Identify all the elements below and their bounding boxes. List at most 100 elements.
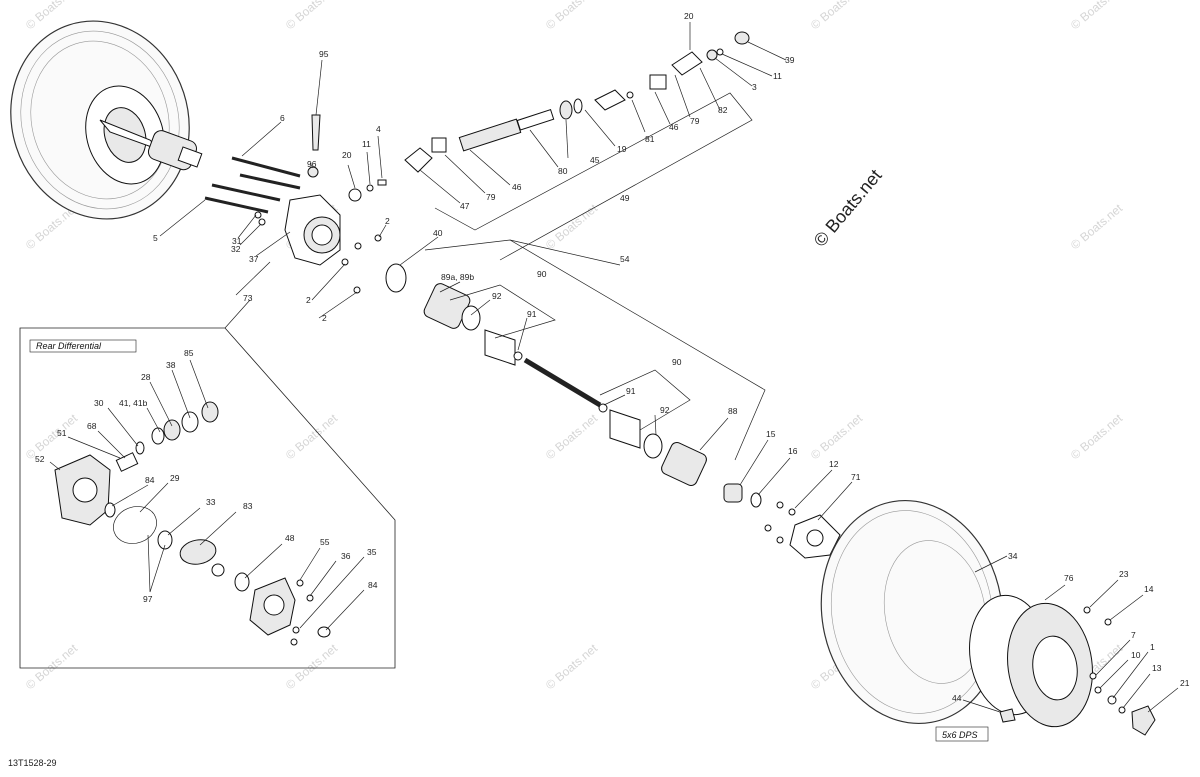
callout: 33 [206,497,216,507]
callout: 13 [1152,663,1162,673]
callout: 82 [718,105,728,115]
watermark: © Boats.net [1068,411,1126,463]
callout: 92 [492,291,502,301]
callout: 95 [319,49,329,59]
callout: 30 [94,398,104,408]
callout: 35 [367,547,377,557]
callout: 68 [87,421,97,431]
callout: 21 [1180,678,1190,688]
upper-driveshaft [404,31,750,173]
callout: 90 [537,269,547,279]
callout: 31 [232,236,242,246]
watermark: © Boats.net [283,641,341,693]
callout: 84 [368,580,378,590]
watermark: © Boats.net [808,0,866,32]
watermark: © Boats.net [283,411,341,463]
knuckle-hub [284,194,341,266]
callout: 46 [512,182,522,192]
part-2 [354,242,362,250]
watermark: © Boats.net [23,641,81,693]
watermark: © Boats.net [283,0,341,32]
callout: 6 [280,113,285,123]
callout: 97 [143,594,153,604]
callout: 48 [285,533,295,543]
ring-40 [385,263,407,293]
callout: 39 [785,55,795,65]
callout: 20 [342,150,352,160]
part-2 [341,258,349,266]
callout: 92 [660,405,670,415]
callout: 91 [527,309,537,319]
callout: 47 [460,201,470,211]
callout: 41, 41b [119,398,148,408]
callout: 11 [362,139,371,149]
callout: 91 [626,386,636,396]
callout: 7 [1131,630,1136,640]
callout: 84 [145,475,155,485]
callout: 14 [1144,584,1154,594]
callout: 90 [672,357,682,367]
watermark: © Boats.net [1068,0,1126,32]
callout: 38 [166,360,176,370]
callout: 45 [590,155,600,165]
callout: 46 [669,122,679,132]
callout: 11 [773,71,782,81]
callout: 73 [243,293,253,303]
callout: 28 [141,372,151,382]
watermark: © Boats.net [543,0,601,32]
part-95 [311,114,321,151]
variant-box [935,726,989,742]
rear-axle-shaft [423,283,762,508]
watermark: © Boats.net [808,411,866,463]
callout: 5 [153,233,158,243]
callout: 79 [690,116,700,126]
callout: 4 [376,124,381,134]
rear-differential-inset: Rear Differential [19,327,396,669]
callout: 71 [851,472,861,482]
callout: 34 [1008,551,1018,561]
callout: 10 [1131,650,1141,660]
part-2 [374,234,382,242]
part-2 [353,286,361,294]
diagram-code: 13T1528-29 [8,758,57,768]
bolt-group-left [204,156,301,226]
callout: 16 [788,446,798,456]
callout: 37 [249,254,259,264]
watermark-large: © Boats.net [810,165,886,250]
callout: 2 [322,313,327,323]
watermark: © Boats.net [23,411,81,463]
callout: 19 [617,144,627,154]
callout: 15 [766,429,776,439]
watermark: © Boats.net [543,411,601,463]
callout: 3 [752,82,757,92]
callout: 44 [952,693,962,703]
callout: 88 [728,406,738,416]
wheel-hub-right [764,501,841,559]
leader-lines [49,22,1179,713]
callout: 85 [184,348,194,358]
callout: 54 [620,254,630,264]
callout: 96 [307,159,317,169]
variant-label: 5x6 DPS [942,730,978,740]
callout: 51 [57,428,67,438]
cv-joint-top-left [99,119,203,171]
callout: 12 [829,459,839,469]
callout: 32 [231,244,241,254]
watermark: © Boats.net [543,201,601,253]
callout: 80 [558,166,568,176]
watermark: © Boats.net [1068,201,1126,253]
callout: 81 [645,134,655,144]
callout: 2 [306,295,311,305]
inset-label: Rear Differential [36,341,102,351]
callout: 40 [433,228,443,238]
part-20 [348,188,362,202]
part-11 [366,184,374,192]
callout: 20 [684,11,694,21]
callout: 2 [385,216,390,226]
callout: 36 [341,551,351,561]
callout: 79 [486,192,496,202]
callout: 89a, 89b [441,272,474,282]
callout: 29 [170,473,180,483]
callout: 23 [1119,569,1129,579]
